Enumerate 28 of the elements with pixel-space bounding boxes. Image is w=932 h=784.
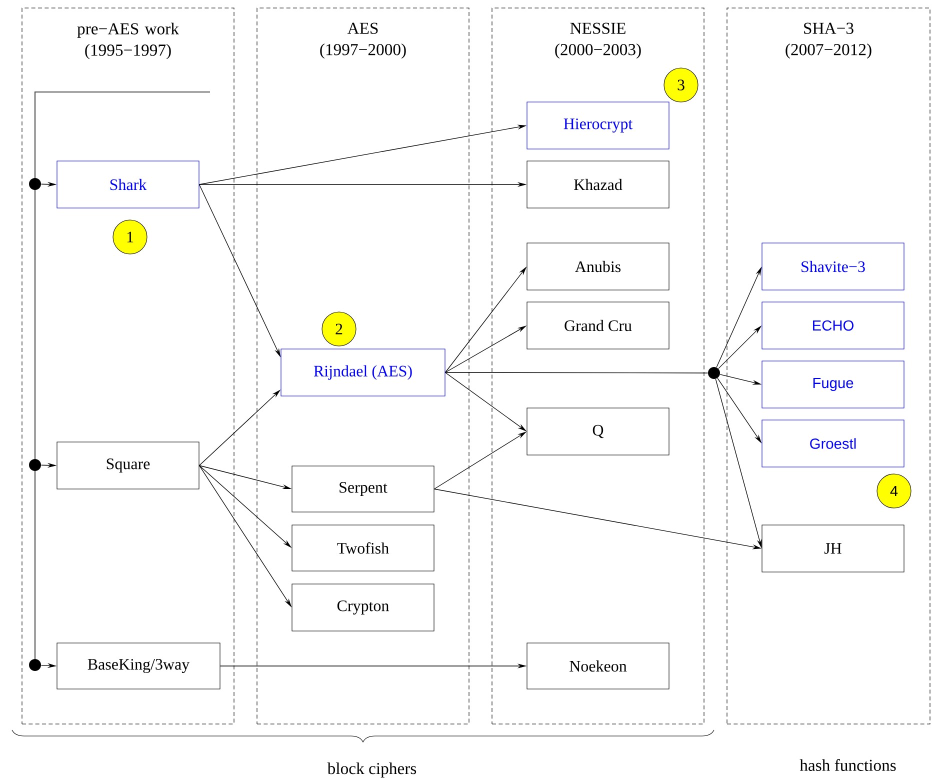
junction-dot <box>29 459 41 471</box>
cipher-box: BaseKing/3way <box>56 642 220 690</box>
cipher-box: Twofish <box>292 524 434 572</box>
cipher-box: JH <box>762 524 904 572</box>
cipher-box: Shark <box>56 160 200 208</box>
cipher-box: Grand Cru <box>526 302 670 350</box>
junction-dot <box>708 367 720 379</box>
group-label: hash functions <box>800 759 896 771</box>
cipher-box: Groestl <box>762 420 904 468</box>
cipher-box: Rijndael (AES) <box>280 348 446 396</box>
callout-number: 3 <box>664 68 698 102</box>
cipher-box: Hierocrypt <box>526 102 670 150</box>
cipher-box: Noekeon <box>526 642 670 690</box>
junction-dot <box>29 659 41 671</box>
callout-number: 4 <box>876 474 912 508</box>
cipher-box: Fugue <box>762 360 904 408</box>
cipher-box: ECHO <box>762 302 904 350</box>
junction-dot <box>29 178 41 190</box>
cipher-box: Crypton <box>292 584 434 632</box>
cipher-box: Q <box>526 408 670 456</box>
callout-number: 1 <box>112 220 148 254</box>
callout-number: 2 <box>322 312 356 346</box>
cipher-box: Serpent <box>292 466 434 512</box>
group-label: block ciphers <box>327 762 416 778</box>
cipher-box: Khazad <box>526 160 670 208</box>
cipher-box: Square <box>56 442 200 490</box>
cipher-box: Shavite−3 <box>762 242 904 290</box>
cipher-box: Anubis <box>526 242 670 290</box>
